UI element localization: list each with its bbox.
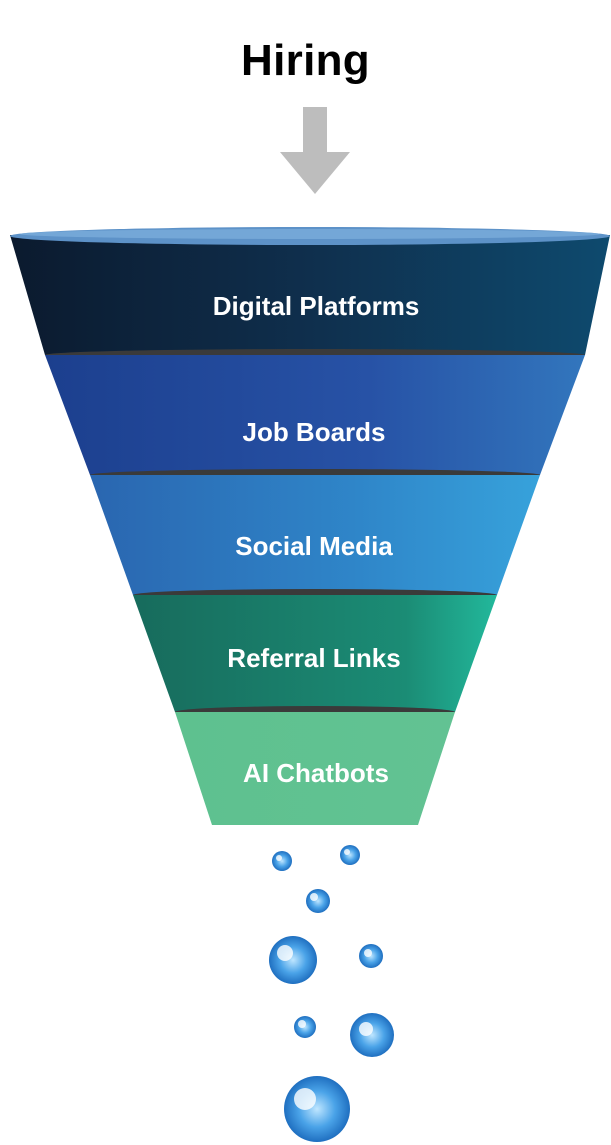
funnel-stage-digital-platforms: Digital Platforms xyxy=(10,235,610,361)
bubble-icon xyxy=(350,1013,394,1057)
funnel-stage-referral-links: Referral Links xyxy=(133,595,497,718)
stage-label-digital-platforms: Digital Platforms xyxy=(213,291,420,321)
bubble-icon xyxy=(340,845,360,865)
bubble-icon xyxy=(306,889,330,913)
bubble-icon xyxy=(294,1016,316,1038)
bubble-icon xyxy=(272,851,292,871)
stage-label-social-media: Social Media xyxy=(235,531,393,561)
bubble-icon xyxy=(269,936,317,984)
funnel-stage-social-media: Social Media xyxy=(90,475,540,601)
funnel-stage-ai-chatbots: AI Chatbots xyxy=(175,712,455,825)
stage-label-ai-chatbots: AI Chatbots xyxy=(243,758,389,788)
bubble-icon xyxy=(284,1076,350,1142)
bubble-icon xyxy=(359,944,383,968)
stage-label-referral-links: Referral Links xyxy=(227,643,400,673)
funnel-stage-job-boards: Job Boards xyxy=(45,355,585,481)
stage-label-job-boards: Job Boards xyxy=(242,417,385,447)
arrow-down-icon xyxy=(280,107,350,194)
diagram-title: Hiring xyxy=(241,36,370,85)
